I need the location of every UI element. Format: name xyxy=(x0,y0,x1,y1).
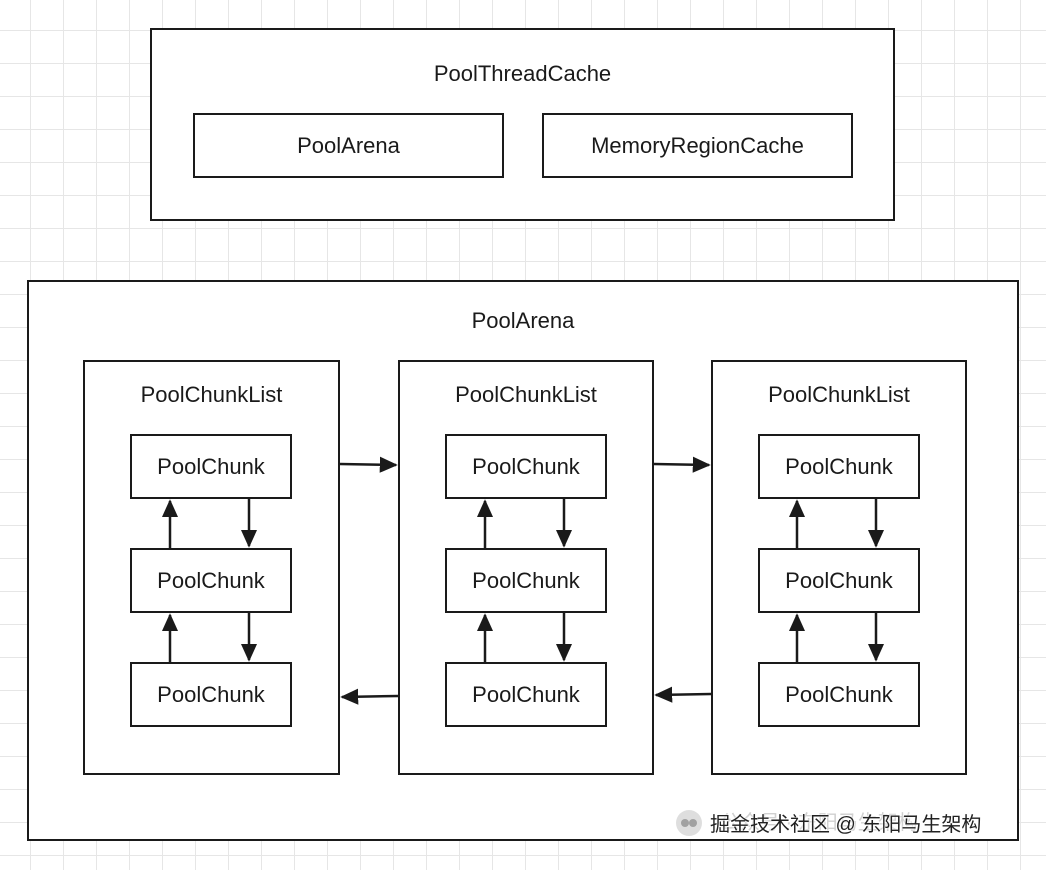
watermark: 掘金技术社区 @ 东阳马生架构 xyxy=(676,808,981,837)
watermark-ghost: 公众号 · 东阳马生架构 xyxy=(720,812,918,834)
pool-chunk: PoolChunk xyxy=(130,662,292,727)
pool-chunk: PoolChunk xyxy=(130,548,292,613)
pool-chunk-label: PoolChunk xyxy=(785,567,893,593)
pool-chunk: PoolChunk xyxy=(445,548,607,613)
watermark-text: 掘金技术社区 @ 东阳马生架构 xyxy=(710,814,982,836)
pool-chunk-label: PoolChunk xyxy=(472,453,580,479)
pool-chunk: PoolChunk xyxy=(758,662,920,727)
pool-chunk-label: PoolChunk xyxy=(785,681,893,707)
pool-chunk-label: PoolChunk xyxy=(157,567,265,593)
pool-chunk-label: PoolChunk xyxy=(157,453,265,479)
thread-cache-item-pool-arena: PoolArena xyxy=(193,113,504,178)
pool-thread-cache-title: PoolThreadCache xyxy=(433,61,612,86)
pool-chunk: PoolChunk xyxy=(445,434,607,499)
pool-chunk: PoolChunk xyxy=(130,434,292,499)
pool-chunk: PoolChunk xyxy=(445,662,607,727)
wechat-icon xyxy=(676,809,702,836)
pool-chunk-label: PoolChunk xyxy=(785,453,893,479)
pool-chunk-list-3-title: PoolChunkList xyxy=(768,382,910,407)
thread-cache-item-memory-region-cache: MemoryRegionCache xyxy=(542,113,853,178)
pool-chunk: PoolChunk xyxy=(758,434,920,499)
thread-cache-item-label: PoolArena xyxy=(297,132,400,158)
thread-cache-item-label: MemoryRegionCache xyxy=(591,132,804,158)
pool-chunk: PoolChunk xyxy=(758,548,920,613)
pool-chunk-label: PoolChunk xyxy=(472,567,580,593)
pool-chunk-label: PoolChunk xyxy=(157,681,265,707)
pool-chunk-label: PoolChunk xyxy=(472,681,580,707)
pool-chunk-list-1-title: PoolChunkList xyxy=(140,382,283,407)
pool-chunk-list-2-title: PoolChunkList xyxy=(455,382,597,407)
pool-arena-title: PoolArena xyxy=(471,308,575,333)
